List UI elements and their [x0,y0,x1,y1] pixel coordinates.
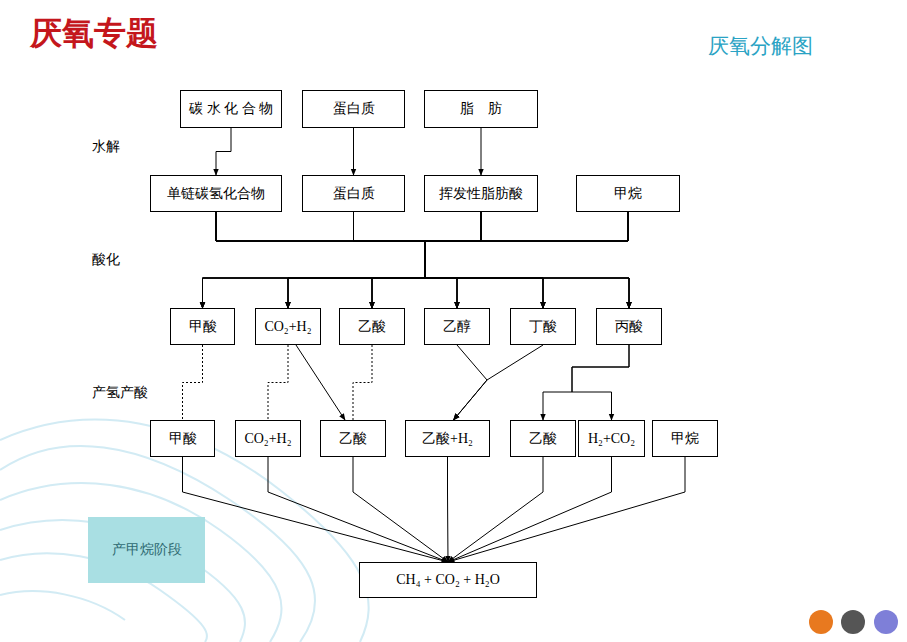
water-wave [0,420,369,642]
arrow-connector [425,212,628,308]
stage-band: 产甲烷阶段 [88,517,205,583]
arrow-connector [216,212,425,308]
arrow-connector [481,128,482,175]
arrow-connector [425,212,628,308]
arrow-connector [372,212,628,308]
process-box: 脂 肪 [424,90,538,128]
arrow-connector [203,212,426,308]
box-text: 乙酸 [525,430,561,448]
process-box: 挥发性脂肪酸 [424,175,538,212]
process-box: 甲酸 [150,420,215,457]
box-text: 甲酸 [185,318,221,336]
process-box: 甲烷 [576,175,680,212]
box-text: 蛋白质 [329,100,379,118]
arrow-connector [454,345,544,420]
arrow-connector [216,212,457,308]
arrow-connector [216,128,231,175]
process-box: 单链碳氢化合物 [150,175,282,212]
decor-dot [874,610,898,634]
arrow-connector [448,457,685,562]
arrow-connector [288,212,481,308]
arrow-connector [354,212,630,308]
decor-dot [809,610,833,634]
arrow-connector [288,212,628,308]
arrow-connector [372,212,481,308]
process-box: 丁酸 [510,308,576,345]
arrow-connector [216,212,629,308]
page-title: 厌氧专题 [30,12,158,56]
decor-dot [841,610,865,634]
dotted-connector [353,345,372,420]
process-box: H₂+CO₂ [578,420,645,457]
process-box: 丙酸 [596,308,662,345]
box-text: 挥发性脂肪酸 [435,185,527,203]
box-text: 碳 水 化 合 物 [185,100,277,118]
box-text: H₂+CO₂ [584,431,639,447]
process-box: 乙醇 [424,308,490,345]
box-text: 丁酸 [525,318,561,336]
process-box: 乙酸 [510,420,576,457]
box-text: 脂 肪 [456,100,506,118]
process-box: CO₂+H₂ [235,420,301,457]
arrow-connector [203,212,629,308]
dotted-connector [268,345,288,420]
arrow-connector [354,212,544,308]
process-box: 甲烷 [652,420,718,457]
subtitle: 厌氧分解图 [708,32,813,60]
box-text: 甲烷 [667,430,703,448]
box-text: 乙酸 [354,318,390,336]
process-box: 碳 水 化 合 物 [180,90,282,128]
box-text: 产甲烷阶段 [108,541,186,559]
process-box: 乙酸 [339,308,405,345]
arrow-connector [288,212,425,308]
box-text: CO₂+H₂ [240,431,295,447]
box-text: 乙酸 [335,430,371,448]
arrow-connector [216,212,425,308]
process-box: CO₂+H₂ [255,308,321,345]
box-text: 单链碳氢化合物 [163,185,269,203]
arrow-connector [448,457,612,562]
process-box: 蛋白质 [302,175,405,212]
arrow-connector [183,457,449,562]
box-text: 蛋白质 [329,185,379,203]
stage-label: 产氢产酸 [92,384,148,402]
arrow-connector [203,212,482,308]
stage-label: 水解 [92,138,120,156]
box-text: 甲烷 [610,185,646,203]
process-box: 乙酸 [320,420,386,457]
box-text: 甲酸 [165,430,201,448]
arrow-connector [354,212,458,308]
arrow-connector [353,457,448,562]
arrow-connector [353,128,354,175]
process-box: 甲酸 [170,308,235,345]
box-text: CO₂+H₂ [260,319,315,335]
box-text: 乙醇 [439,318,475,336]
arrow-connector [425,212,629,308]
box-text: 乙酸+H₂ [418,430,477,448]
arrow-connector [572,345,629,420]
process-box: 乙酸+H₂ [405,420,490,457]
box-text: CH₄ + CO₂ + H₂O [392,572,504,588]
arrow-connector [425,212,481,308]
arrow-connector [268,457,448,562]
arrow-connector [543,345,629,420]
arrow-connector [425,212,543,308]
stage-label: 酸化 [92,251,120,269]
process-box: CH₄ + CO₂ + H₂O [359,562,537,598]
arrow-connector [354,212,426,308]
dotted-connector [183,345,203,420]
arrow-connector [203,212,426,308]
arrow-connector [216,212,543,308]
arrow-connector [454,345,488,420]
arrow-connector [447,457,449,562]
process-box: 蛋白质 [302,90,405,128]
arrow-connector [448,457,543,562]
box-text: 丙酸 [611,318,647,336]
arrow-connector [296,345,345,420]
arrow-connector [425,212,629,308]
